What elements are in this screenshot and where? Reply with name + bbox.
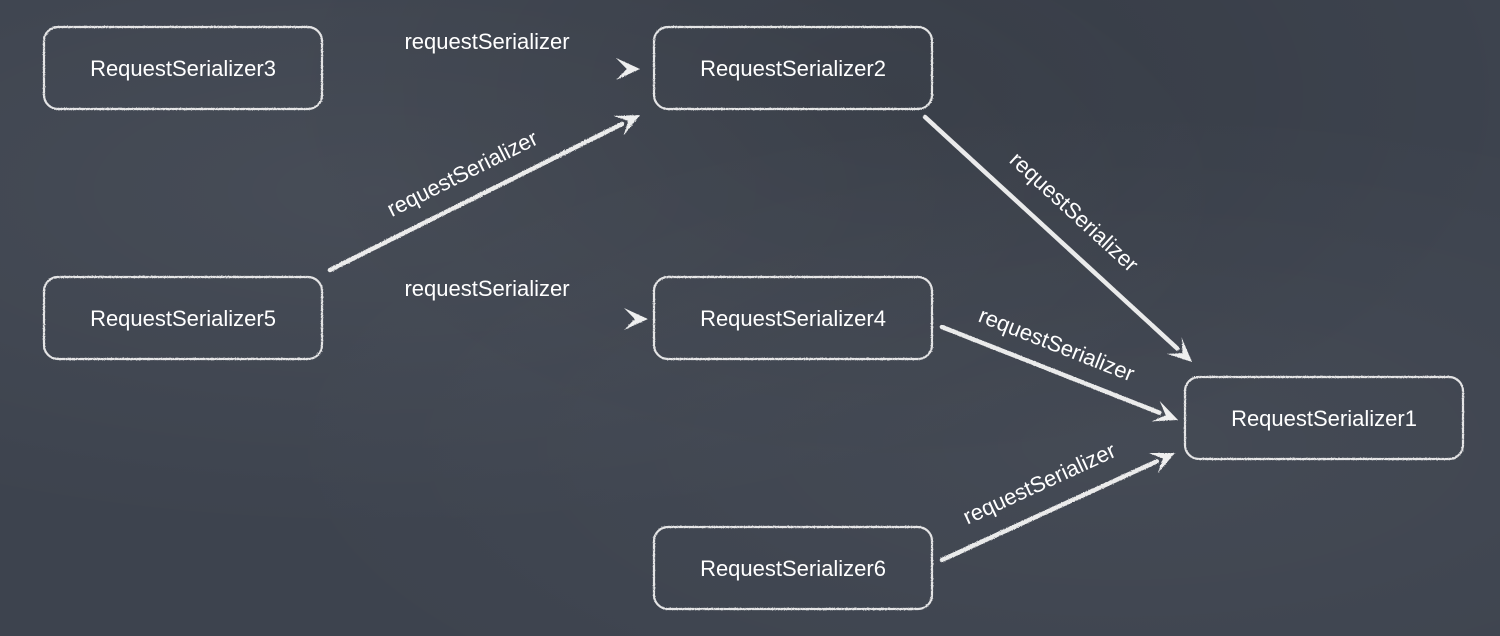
arrowhead-icon bbox=[613, 115, 640, 136]
node-label: RequestSerializer5 bbox=[90, 306, 276, 331]
edge-label: requestSerializer bbox=[383, 125, 542, 221]
arrowhead-icon bbox=[1166, 337, 1192, 362]
edge-label: requestSerializer bbox=[404, 29, 569, 54]
arrowhead-icon bbox=[1148, 453, 1175, 473]
node-rs1: RequestSerializer1 bbox=[1183, 375, 1465, 461]
node-rs2: RequestSerializer2 bbox=[652, 25, 934, 111]
node-box bbox=[652, 525, 934, 611]
edge-rs6-to-rs1: requestSerializer bbox=[939, 438, 1175, 563]
node-rs6: RequestSerializer6 bbox=[652, 525, 934, 611]
node-box bbox=[1183, 375, 1465, 461]
edge-rs3-to-rs2: requestSerializer bbox=[337, 29, 640, 80]
node-rs5: RequestSerializer5 bbox=[42, 275, 324, 361]
node-box bbox=[652, 25, 934, 111]
node-label: RequestSerializer1 bbox=[1231, 406, 1417, 431]
node-label: RequestSerializer4 bbox=[700, 306, 886, 331]
edge-line bbox=[922, 114, 1180, 351]
edge-rs5-to-rs4: requestSerializer bbox=[342, 276, 648, 330]
node-box bbox=[42, 275, 324, 361]
edge-line bbox=[939, 459, 1160, 563]
arrowhead-icon bbox=[1151, 401, 1178, 422]
node-rs3: RequestSerializer3 bbox=[42, 25, 324, 111]
edge-label: requestSerializer bbox=[404, 276, 569, 301]
edge-line bbox=[939, 324, 1162, 415]
node-box bbox=[652, 275, 934, 361]
arrowhead-icon bbox=[624, 308, 648, 330]
node-rs4: RequestSerializer4 bbox=[652, 275, 934, 361]
nodes-layer: RequestSerializer3 RequestSerializer2Requ… bbox=[42, 25, 1465, 611]
edge-rs5-to-rs2: requestSerializer bbox=[327, 115, 640, 273]
node-label: RequestSerializer2 bbox=[700, 56, 886, 81]
edge-line bbox=[327, 121, 625, 273]
node-label: RequestSerializer3 bbox=[90, 56, 276, 81]
node-label: RequestSerializer6 bbox=[700, 556, 886, 581]
arrowhead-icon bbox=[616, 58, 640, 80]
edge-rs4-to-rs1: requestSerializer bbox=[939, 303, 1178, 422]
node-box bbox=[42, 25, 324, 111]
edge-rs2-to-rs1: requestSerializer bbox=[922, 114, 1192, 362]
